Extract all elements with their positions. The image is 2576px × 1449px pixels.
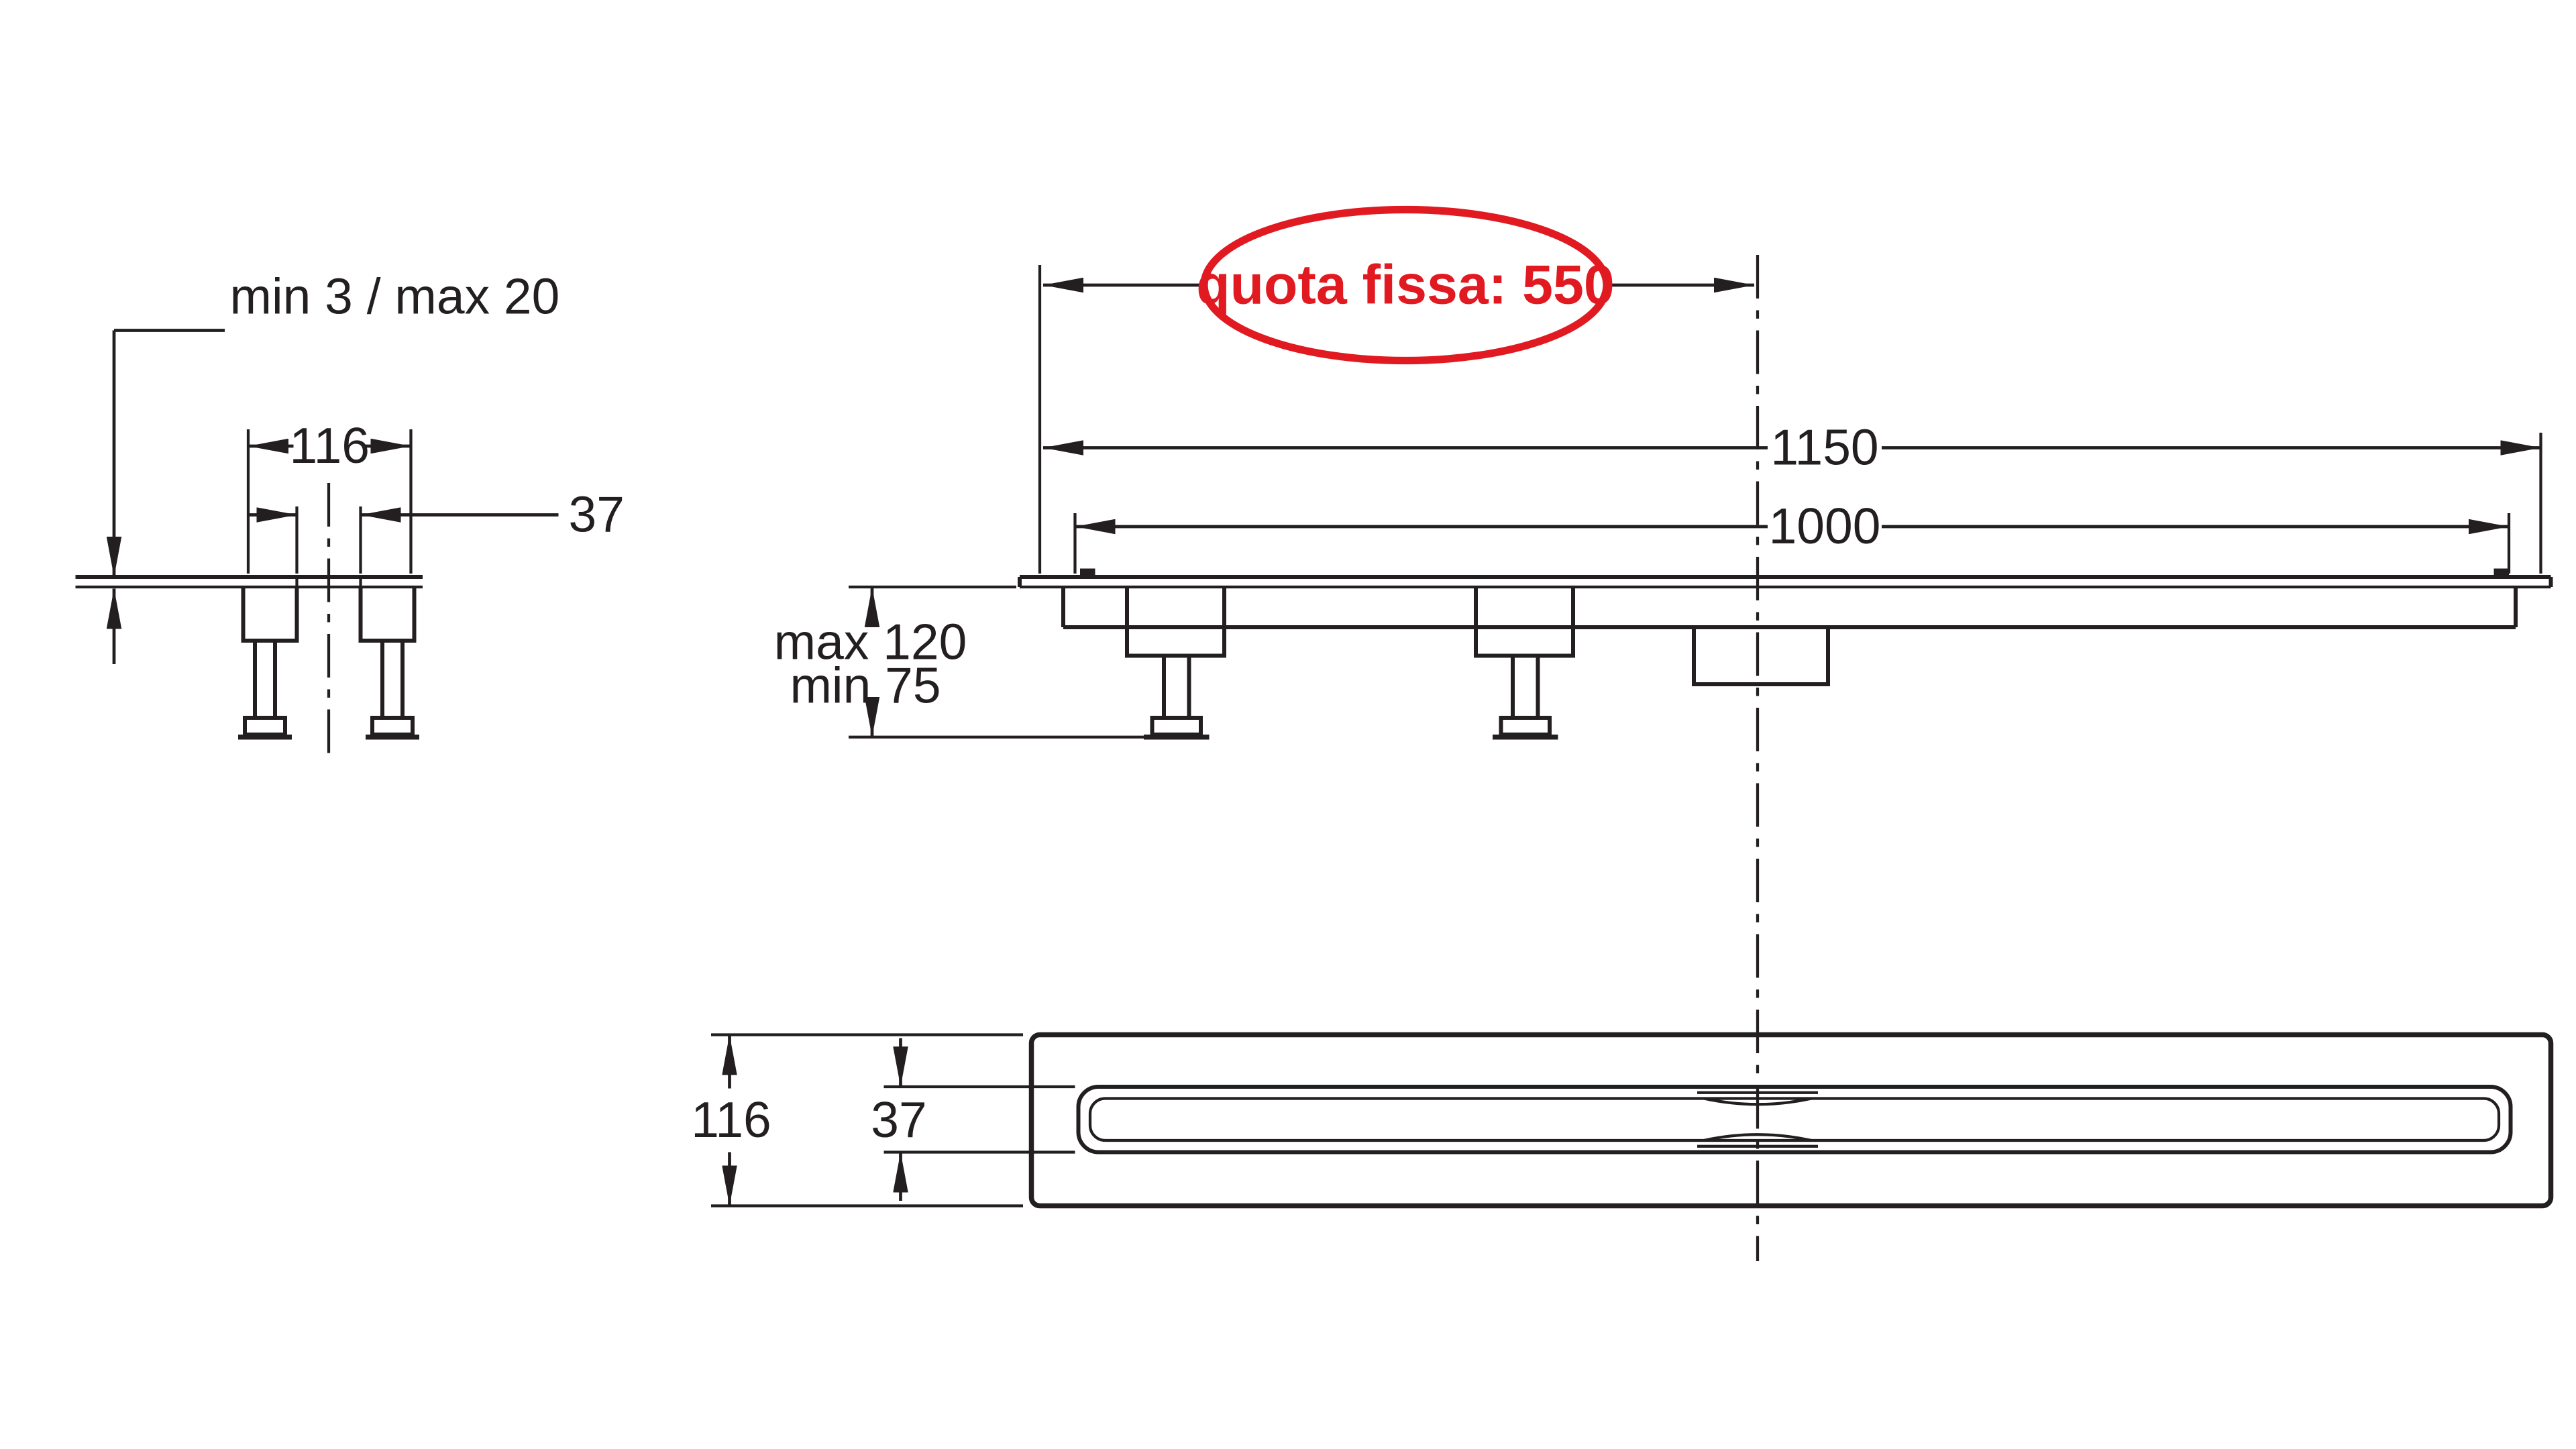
section-slot-label: 37	[569, 486, 625, 543]
dimension-section-slot-37: 37	[248, 486, 625, 574]
drain-channel-plan	[1028, 1032, 2554, 1209]
dimension-height-range: max 120 min 75	[774, 585, 1144, 739]
inner-length-label: 1000	[1769, 498, 1881, 554]
tray-elevation	[1018, 568, 2553, 629]
section-view: min 3 / max 20 116 37	[75, 268, 625, 758]
dimension-overall-1150: 1150	[1043, 419, 2542, 574]
dimension-edge-gap: min 3 / max 20	[106, 268, 560, 664]
plan-slot-label: 37	[871, 1091, 926, 1148]
plan-width-label: 116	[691, 1091, 771, 1148]
plan-view: 116 37	[691, 1032, 2554, 1209]
quota-fissa-highlight-ellipse	[1200, 205, 1611, 365]
support-leg-left	[1125, 587, 1226, 740]
support-legs-section	[238, 641, 419, 740]
dimension-inner-1000: 1000	[1073, 498, 2511, 574]
edge-gap-label: min 3 / max 20	[230, 268, 560, 325]
elevation-view: quota fissa: 550 1150 1000 max 120 min 7…	[774, 205, 2553, 740]
dimension-quota-fissa: quota fissa: 550	[1038, 205, 1754, 574]
support-leg-right	[1474, 587, 1575, 740]
quota-fissa-label: quota fissa: 550	[1196, 254, 1615, 316]
height-min-label: min 75	[790, 657, 941, 714]
section-width-label: 116	[289, 417, 370, 474]
overall-length-label: 1150	[1770, 419, 1878, 476]
dimension-section-width-116: 116	[246, 417, 413, 574]
dimension-plan-slot-37: 37	[871, 1038, 1075, 1201]
tray-section	[75, 575, 423, 643]
dimension-plan-width-116: 116	[691, 1033, 1023, 1208]
siphon-trap	[1692, 627, 1830, 686]
height-max-label: max 120	[774, 614, 967, 670]
